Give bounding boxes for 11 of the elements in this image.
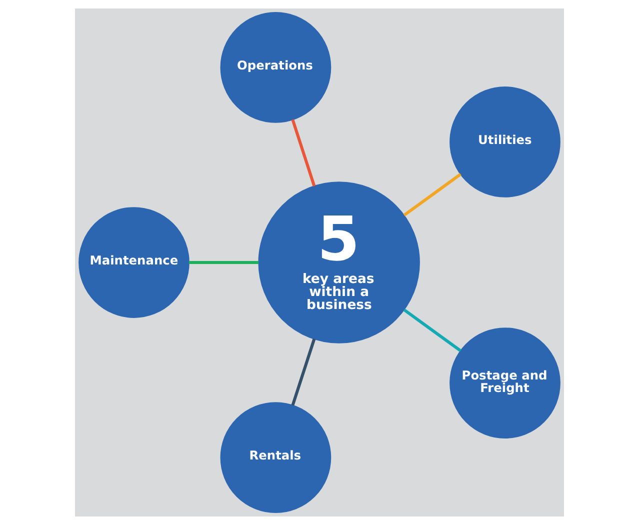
node-circle: Maintenance [78,207,190,318]
node-circle: Postage and Freight [450,328,560,438]
connector [291,338,316,406]
node-circle: Operations [220,12,332,123]
connector [403,308,462,352]
connector [188,260,259,264]
connector [291,119,316,186]
node-circle: 5 key areas within a business [258,182,420,344]
connector [403,173,462,216]
node-circle: Utilities [450,86,560,198]
node-circle: Rentals [220,402,332,513]
